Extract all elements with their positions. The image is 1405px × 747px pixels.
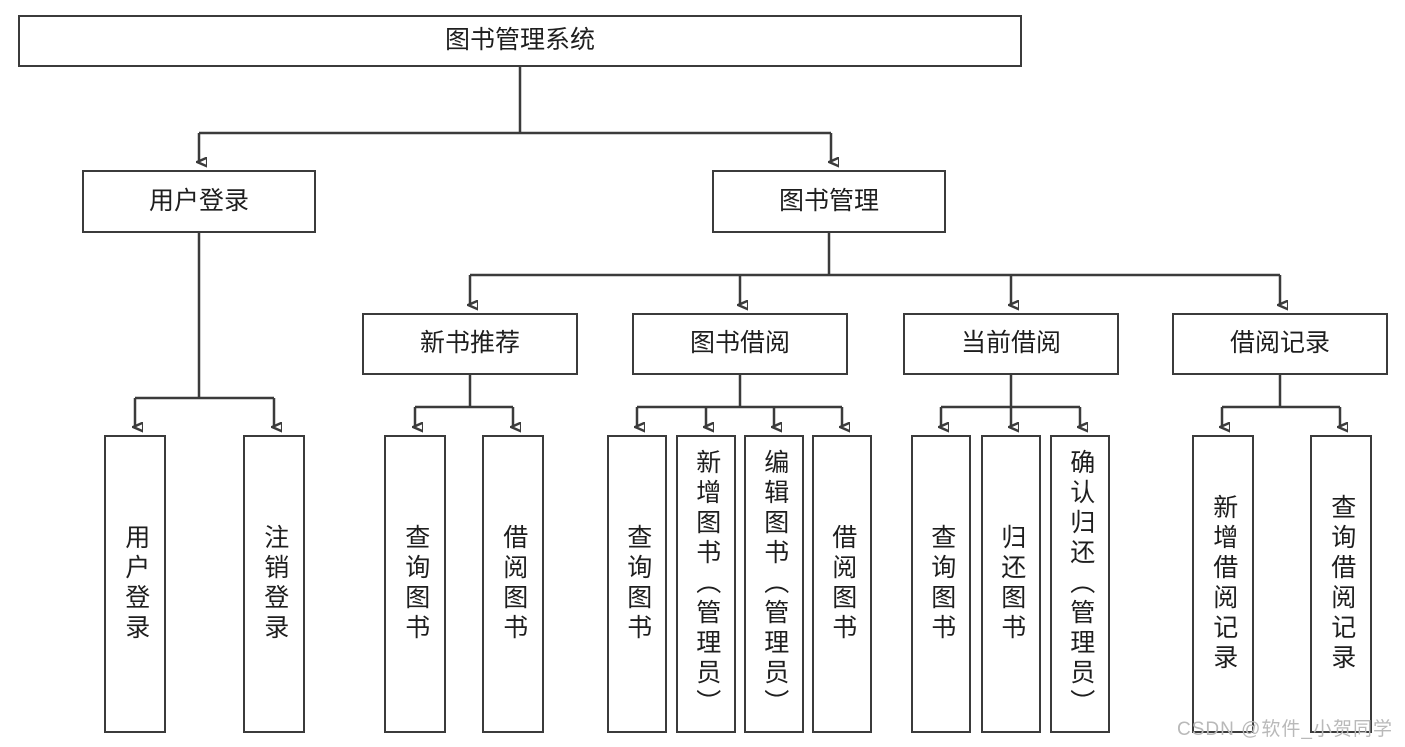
leaf-borrow-edit-book-label: 编辑图书（管理员） [760, 449, 789, 719]
leaf-borrow-query-book-label: 查询图书 [623, 524, 652, 644]
node-new-book-recommend[interactable]: 新书推荐 [362, 313, 578, 375]
leaf-records-query-label: 查询借阅记录 [1327, 494, 1356, 674]
node-user-login[interactable]: 用户登录 [82, 170, 316, 233]
node-user-login-label: 用户登录 [148, 186, 249, 215]
leaf-borrow-edit-book[interactable]: 编辑图书（管理员） [744, 435, 804, 733]
node-current-borrow[interactable]: 当前借阅 [903, 313, 1119, 375]
node-book-management[interactable]: 图书管理 [712, 170, 946, 233]
leaf-records-add-label: 新增借阅记录 [1209, 494, 1238, 674]
leaf-current-query-book[interactable]: 查询图书 [911, 435, 971, 733]
leaf-new-book-borrow[interactable]: 借阅图书 [482, 435, 544, 733]
leaf-current-query-book-label: 查询图书 [927, 524, 956, 644]
watermark: CSDN @软件_小贺同学 [1177, 719, 1393, 740]
leaf-records-query[interactable]: 查询借阅记录 [1310, 435, 1372, 733]
leaf-borrow-add-book[interactable]: 新增图书（管理员） [676, 435, 736, 733]
node-root-label: 图书管理系统 [444, 26, 595, 55]
leaf-borrow-query-book[interactable]: 查询图书 [607, 435, 667, 733]
leaf-new-book-borrow-label: 借阅图书 [499, 524, 528, 644]
leaf-user-login-signin[interactable]: 用户登录 [104, 435, 166, 733]
node-borrow-records-label: 借阅记录 [1229, 329, 1330, 358]
node-book-borrow[interactable]: 图书借阅 [632, 313, 848, 375]
leaf-user-login-signout-label: 注销登录 [260, 524, 289, 644]
node-borrow-records[interactable]: 借阅记录 [1172, 313, 1388, 375]
leaf-current-return-book[interactable]: 归还图书 [981, 435, 1041, 733]
leaf-user-login-signout[interactable]: 注销登录 [243, 435, 305, 733]
node-book-management-label: 图书管理 [778, 186, 879, 215]
leaf-user-login-signin-label: 用户登录 [121, 524, 150, 644]
leaf-current-confirm-return[interactable]: 确认归还（管理员） [1050, 435, 1110, 733]
leaf-borrow-borrow-book-label: 借阅图书 [828, 524, 857, 644]
leaf-current-return-book-label: 归还图书 [997, 524, 1026, 644]
node-new-book-recommend-label: 新书推荐 [419, 329, 520, 358]
leaf-new-book-query-label: 查询图书 [401, 524, 430, 644]
leaf-records-add[interactable]: 新增借阅记录 [1192, 435, 1254, 733]
node-current-borrow-label: 当前借阅 [960, 329, 1061, 358]
leaf-borrow-add-book-label: 新增图书（管理员） [692, 449, 721, 719]
leaf-new-book-query[interactable]: 查询图书 [384, 435, 446, 733]
node-root[interactable]: 图书管理系统 [18, 15, 1022, 67]
node-book-borrow-label: 图书借阅 [689, 329, 790, 358]
leaf-current-confirm-return-label: 确认归还（管理员） [1066, 449, 1095, 719]
leaf-borrow-borrow-book[interactable]: 借阅图书 [812, 435, 872, 733]
